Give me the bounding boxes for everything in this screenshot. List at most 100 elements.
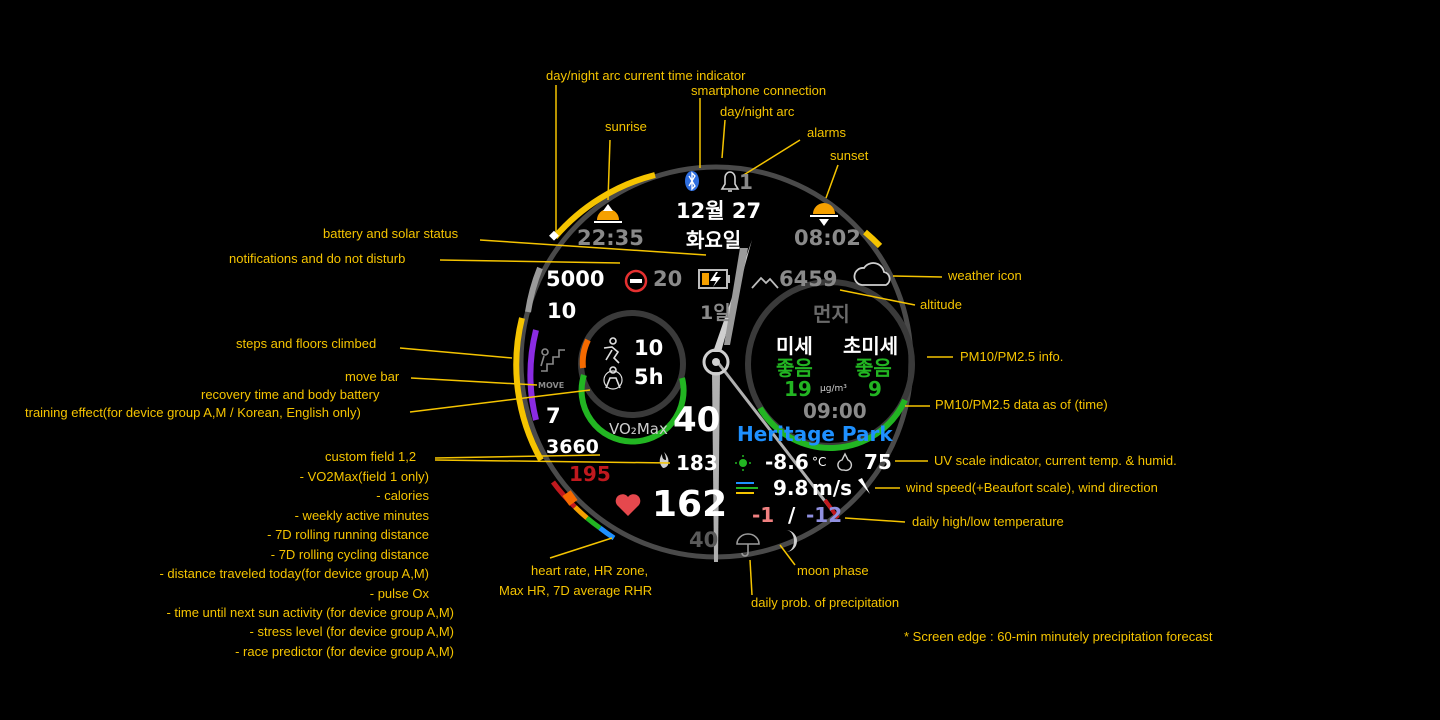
note-heart-rate-2: Max HR, 7D average RHR	[499, 583, 653, 598]
cloud-icon	[853, 262, 891, 286]
note-pm-info: PM10/PM2.5 info.	[960, 349, 1064, 364]
dust-title: 먼지	[813, 302, 850, 326]
hand-center	[712, 358, 720, 366]
custom-list-item: - 7D rolling running distance	[267, 527, 429, 542]
wind-direction-icon	[858, 478, 870, 494]
pm25-value: 9	[868, 377, 882, 401]
note-wind: wind speed(+Beaufort scale), wind direct…	[906, 480, 1158, 495]
wind-speed: 9.8	[773, 476, 809, 500]
body-battery-arc	[578, 374, 687, 445]
vo2max-value: 40	[673, 400, 721, 440]
note-altitude: altitude	[920, 297, 962, 312]
custom-list-item: - time until next sun activity (for devi…	[166, 605, 454, 620]
do-not-disturb-icon	[624, 269, 648, 293]
leader-lines	[399, 85, 953, 596]
moon-phase-icon	[786, 530, 797, 552]
hour-hand-shade	[724, 248, 748, 345]
date: 12월 27	[676, 199, 762, 223]
vo2max-label: VO₂Max	[609, 420, 668, 438]
body-battery: 5h	[634, 365, 664, 389]
day-arc-left	[552, 172, 656, 239]
weekday: 화요일	[686, 228, 742, 252]
note-battery: battery and solar status	[323, 226, 459, 241]
umbrella-icon	[736, 533, 760, 557]
note-arc-time-indicator: day/night arc current time indicator	[546, 68, 746, 83]
humidity-value: 75	[864, 450, 892, 474]
pm-unit: μg/m³	[820, 384, 847, 394]
pm25-status: 좋음	[855, 356, 892, 380]
temperature: -8.6	[765, 450, 809, 474]
note-steps: steps and floors climbed	[236, 336, 377, 351]
body-battery-icon	[603, 366, 623, 390]
note-screen-edge: * Screen edge : 60-min minutely precipit…	[904, 629, 1213, 644]
hr-zone-marker	[562, 490, 578, 506]
custom-list-item: - stress level (for device group A,M)	[249, 624, 454, 639]
steps-value: 5000	[546, 267, 605, 291]
recovery-arc	[579, 338, 591, 369]
day-arc-right	[863, 229, 883, 249]
custom-list-item: - 7D rolling cycling distance	[270, 547, 429, 562]
note-move-bar: move bar	[345, 369, 400, 384]
move-label: MOVE	[538, 381, 565, 390]
battery-icon	[698, 269, 730, 289]
arc-time-indicator	[549, 230, 559, 241]
pm25-label: 초미세	[843, 334, 899, 358]
bell-icon	[720, 171, 740, 192]
hr-zone-green	[585, 516, 602, 531]
sunrise-icon	[594, 204, 622, 223]
wind-unit: m/s	[812, 476, 853, 500]
note-alarms: alarms	[807, 125, 847, 140]
sunrise-time: 22:35	[577, 226, 644, 250]
note-precip: daily prob. of precipitation	[751, 595, 900, 610]
sunset-icon	[810, 203, 838, 226]
note-hi-lo: daily high/low temperature	[912, 514, 1064, 529]
pm-time: 09:00	[803, 399, 867, 423]
note-custom-fields: custom field 1,2	[325, 449, 417, 464]
battery-days: 1일	[700, 302, 731, 324]
custom-list-item: - weekly active minutes	[294, 508, 429, 523]
temp-low: -12	[806, 503, 843, 527]
note-day-night-arc: day/night arc	[720, 104, 795, 119]
notifications-count: 20	[653, 267, 683, 291]
note-training: training effect(for device group A,M / K…	[25, 405, 361, 420]
custom-list-item: - race predictor (for device group A,M)	[235, 644, 454, 659]
hr-zone-blue	[598, 526, 616, 541]
recovery-ring	[578, 310, 686, 418]
second-hand	[714, 359, 840, 519]
note-recovery: recovery time and body battery	[201, 387, 380, 402]
note-moon: moon phase	[797, 563, 869, 578]
temp-high: -1	[752, 503, 775, 527]
heart-rate: 162	[652, 484, 728, 525]
steps-floors-icon	[540, 348, 565, 372]
humidity-icon	[837, 452, 853, 472]
recovery-time: 10	[634, 336, 664, 360]
avg-rhr: 40	[689, 528, 719, 552]
note-weather-icon: weather icon	[948, 268, 1022, 283]
training-effect: 7	[546, 404, 561, 428]
note-smartphone: smartphone connection	[691, 83, 827, 98]
second-hand-tip	[823, 498, 840, 520]
pm10-value: 19	[784, 377, 812, 401]
custom-list-item: - pulse Ox	[369, 586, 429, 601]
altitude-value: 6459	[779, 267, 838, 291]
note-uv-temp: UV scale indicator, current temp. & humi…	[934, 453, 1177, 468]
custom-list-item: - distance traveled today(for device gro…	[159, 566, 429, 581]
bluetooth-icon	[685, 171, 699, 191]
note-heart-rate-1: heart rate, HR zone,	[531, 563, 649, 578]
pm10-label: 미세	[776, 334, 813, 358]
hr-zone-orange	[573, 505, 589, 520]
heart-icon	[615, 494, 641, 516]
recovery-icon	[603, 337, 620, 364]
calories-value: 183	[676, 451, 718, 475]
alarm-count: 1	[739, 170, 753, 194]
note-pm-time: PM10/PM2.5 data as of (time)	[935, 397, 1108, 412]
temp-unit: °C	[812, 455, 827, 469]
move-bar-purple	[527, 329, 539, 421]
minute-hand	[712, 372, 720, 562]
sunset-time: 08:02	[794, 226, 861, 250]
altitude-icon	[751, 276, 779, 289]
floors-value: 10	[547, 299, 577, 323]
custom-list-item: - VO2Max(field 1 only)	[299, 469, 429, 484]
location-name: Heritage Park	[737, 422, 893, 446]
